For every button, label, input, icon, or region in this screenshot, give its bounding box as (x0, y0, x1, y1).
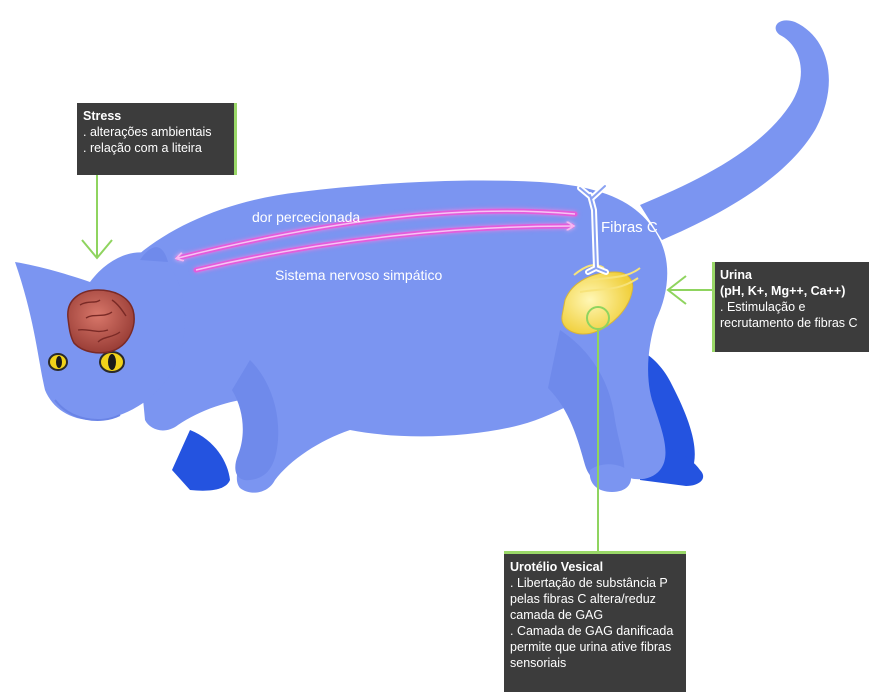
urotelio-callout: Urotélio Vesical . Libertação de substân… (504, 551, 686, 692)
urina-callout: Urina (pH, K+, Mg++, Ca++) . Estimulação… (712, 262, 869, 352)
sistema-nervoso-label: Sistema nervoso simpático (275, 267, 442, 283)
urina-line: recrutamento de fibras C (720, 315, 863, 331)
urina-line: . Estimulação e (720, 299, 863, 315)
dor-percecionada-label: dor percecionada (252, 209, 360, 225)
urotelio-line: . Libertação de substância P (510, 575, 680, 591)
cat-tail (640, 20, 829, 240)
urina-title: Urina (720, 267, 863, 283)
urina-subtitle: (pH, K+, Mg++, Ca++) (720, 283, 863, 299)
urotelio-title: Urotélio Vesical (510, 559, 680, 575)
stress-line: . relação com a liteira (83, 140, 228, 156)
stress-title: Stress (83, 108, 228, 124)
fibras-c-label: Fibras C (601, 219, 658, 236)
urotelio-line: pelas fibras C altera/reduz (510, 591, 680, 607)
stress-callout: Stress . alterações ambientais . relação… (77, 103, 237, 175)
urotelio-line: permite que urina ative fibras (510, 639, 680, 655)
cat-paw (590, 464, 631, 492)
urotelio-line: camada de GAG (510, 607, 680, 623)
stress-line: . alterações ambientais (83, 124, 228, 140)
urotelio-line: . Camada de GAG danificada (510, 623, 680, 639)
brain-icon (68, 290, 134, 353)
urotelio-line: sensoriais (510, 655, 680, 671)
